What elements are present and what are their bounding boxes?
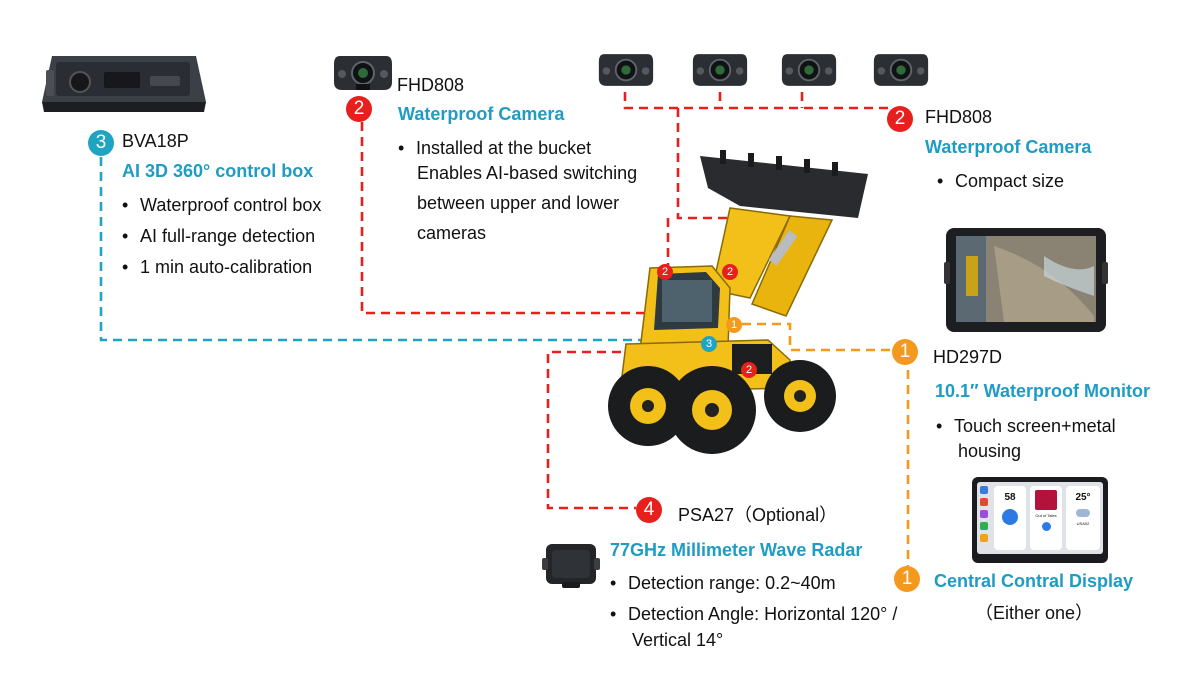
central-display-badge: 1 xyxy=(894,566,920,592)
compact-camera-badge: 2 xyxy=(887,106,913,132)
red-connector-cameras xyxy=(623,92,890,110)
monitor-model: HD297D xyxy=(933,347,1003,367)
central-display-title: Central Contral Display xyxy=(934,571,1134,591)
bucket-camera-model: FHD808 xyxy=(397,75,465,95)
monitor-feature-cont: housing xyxy=(958,441,1022,461)
machine-marker-camera-right: 2 xyxy=(722,264,738,280)
machine-marker-rear-camera: 2 xyxy=(741,362,757,378)
feature-item: Touch screen+metal xyxy=(934,411,1116,441)
bucket-camera-title: Waterproof Camera xyxy=(398,104,565,124)
camera-icon xyxy=(598,54,654,86)
camera-icon xyxy=(781,54,837,86)
control-box-title: AI 3D 360° control box xyxy=(122,161,314,181)
monitor-features: Touch screen+metal xyxy=(934,411,1116,441)
radar-badge: 4 xyxy=(636,497,662,523)
radar-icon xyxy=(542,544,600,588)
loader-icon xyxy=(608,150,868,454)
weather-card: 25° USA02 xyxy=(1066,486,1100,550)
compact-camera-model: FHD808 xyxy=(925,107,993,127)
control-box-features: Waterproof control box AI full-range det… xyxy=(120,190,321,283)
machine-marker-monitor: 1 xyxy=(726,317,742,333)
orange-connector xyxy=(742,322,892,352)
feature-item: Detection Angle: Horizontal 120° / xyxy=(608,599,897,630)
compact-camera-title: Waterproof Camera xyxy=(925,137,1092,157)
camera-icon xyxy=(873,54,929,86)
speed-card: 58 xyxy=(994,486,1026,550)
music-card: Out of Tales xyxy=(1030,486,1062,550)
bucket-camera-desc-3: cameras xyxy=(417,223,487,243)
bucket-camera-badge: 2 xyxy=(346,96,372,122)
central-display-note: （Either one） xyxy=(975,603,1094,623)
feature-item: AI full-range detection xyxy=(120,221,321,252)
weather-icon xyxy=(1076,509,1090,517)
feature-item: Waterproof control box xyxy=(120,190,321,221)
control-box-icon xyxy=(42,56,206,112)
control-box-badge: 3 xyxy=(88,130,114,156)
compact-camera-features: Compact size xyxy=(935,166,1064,196)
play-icon xyxy=(1041,522,1051,531)
bucket-camera-features: Installed at the bucket xyxy=(396,133,591,163)
bucket-camera-desc-1: Enables AI-based switching xyxy=(417,163,638,183)
feature-item: Detection range: 0.2~40m xyxy=(608,568,897,599)
radar-model: PSA27（Optional） xyxy=(678,505,838,525)
monitor-icon xyxy=(944,228,1108,332)
monitor-title: 10.1″ Waterproof Monitor xyxy=(935,381,1150,401)
teal-connector xyxy=(99,157,705,342)
navigation-icon xyxy=(1002,509,1018,525)
radar-title: 77GHz Millimeter Wave Radar xyxy=(610,540,863,560)
machine-marker-control-box: 3 xyxy=(701,336,717,352)
feature-item: 1 min auto-calibration xyxy=(120,252,321,283)
feature-item: Compact size xyxy=(935,166,1064,196)
bucket-camera-desc-2: between upper and lower xyxy=(417,193,620,213)
monitor-badge: 1 xyxy=(892,339,918,365)
radar-features: Detection range: 0.2~40m Detection Angle… xyxy=(608,568,897,630)
camera-icon xyxy=(692,54,748,86)
control-box-model: BVA18P xyxy=(122,131,189,151)
app-dock xyxy=(980,486,990,550)
machine-marker-camera-left: 2 xyxy=(657,264,673,280)
radar-feature-cont: Vertical 14° xyxy=(632,630,724,650)
camera-icon xyxy=(334,56,392,90)
feature-item: Installed at the bucket xyxy=(396,133,591,163)
central-display: 58 Out of Tales 25° USA02 xyxy=(972,477,1108,563)
